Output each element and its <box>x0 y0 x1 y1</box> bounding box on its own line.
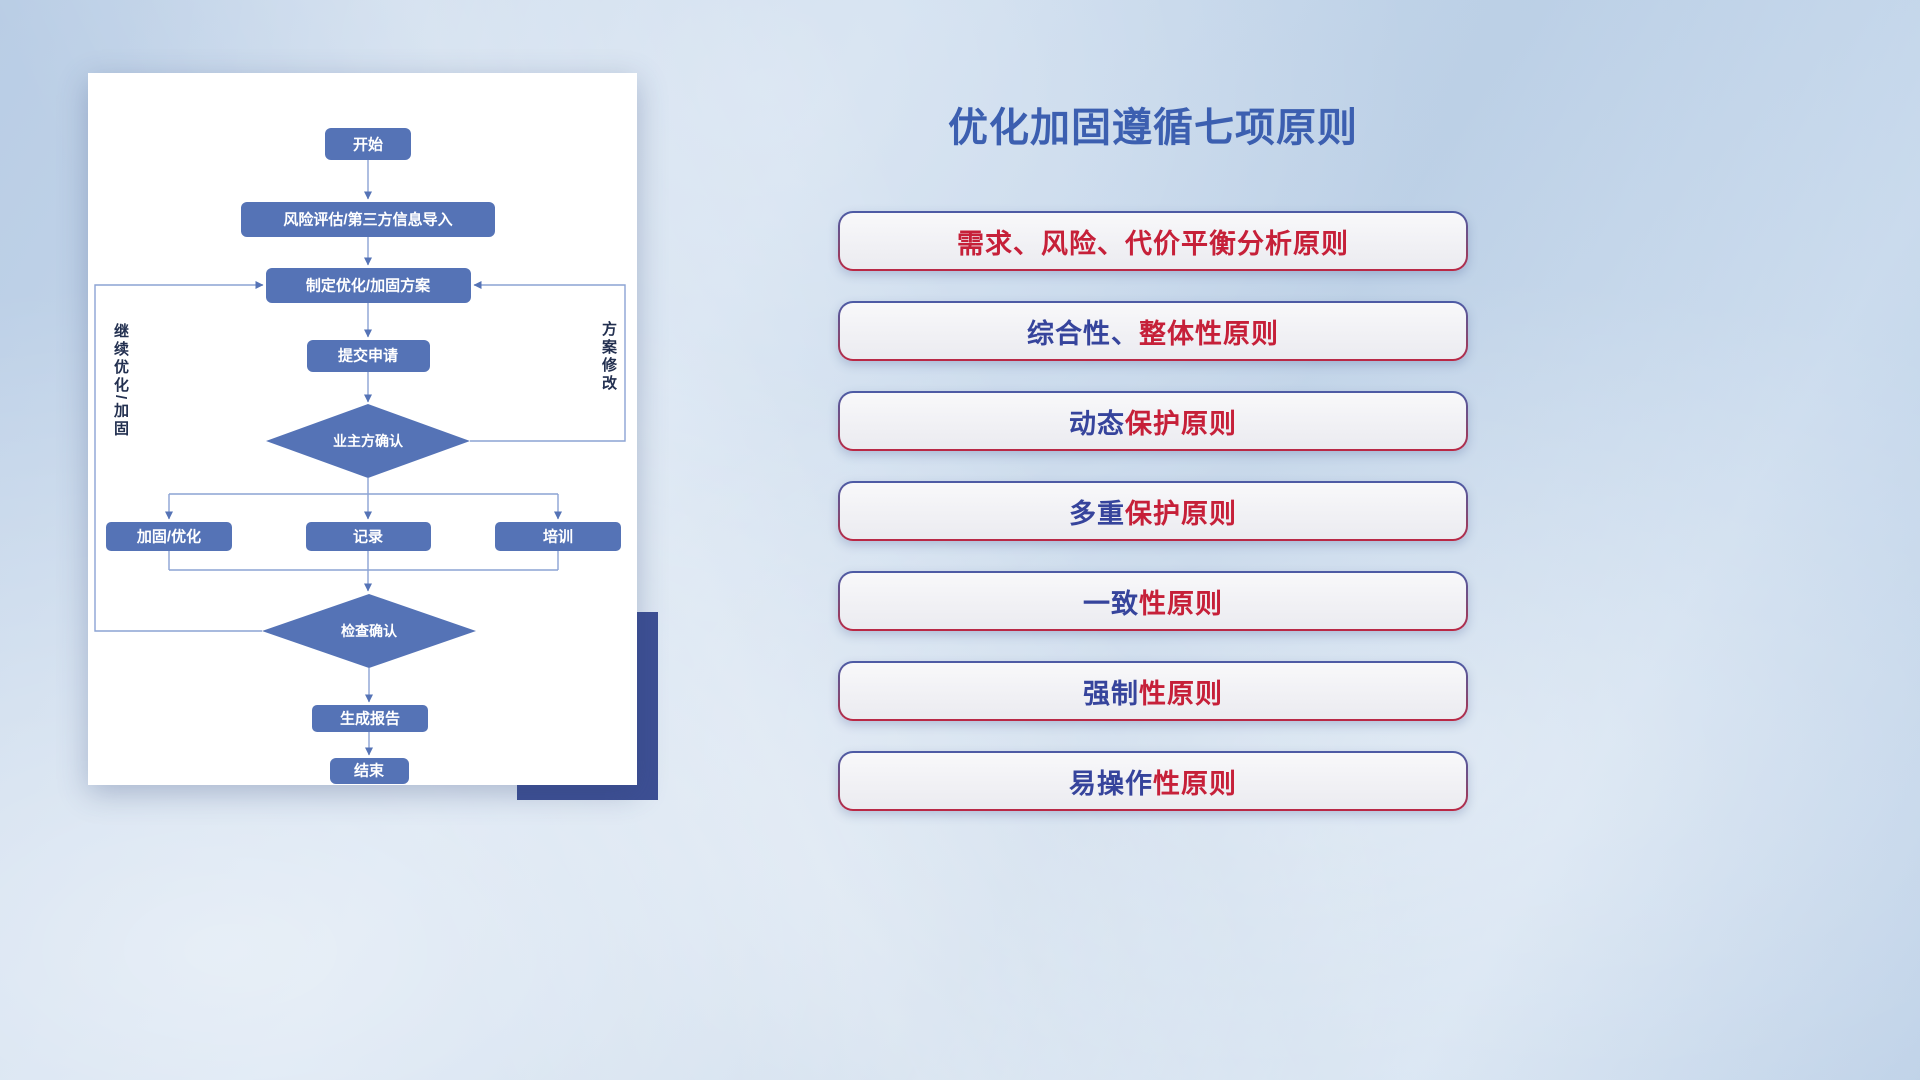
node-reinforce <box>106 522 232 551</box>
loop-label-continue-optimize: 继续优化/加固 <box>112 323 129 439</box>
node-record <box>306 522 431 551</box>
node-risk-import <box>241 202 495 237</box>
principle-text-blue: 一致 <box>1083 588 1139 619</box>
principle-text: 综合性、整体性原则 <box>840 303 1466 359</box>
principle-text-red: 需求、风险、代价平衡分析原则 <box>957 228 1349 259</box>
principle-text-red: 性原则 <box>1153 768 1237 799</box>
node-check-confirm <box>262 594 476 668</box>
node-check-confirm-label: 检查确认 <box>341 623 398 639</box>
principle-item-3: 动态保护原则 <box>838 391 1468 451</box>
principle-text: 动态保护原则 <box>840 393 1466 449</box>
loop-continue-optimize <box>94 281 264 632</box>
node-reinforce-label: 加固/优化 <box>136 528 201 546</box>
principle-text-blue: 多重 <box>1069 498 1125 529</box>
loop-plan-revision <box>470 281 626 442</box>
principle-text-red: 保护原则 <box>1125 408 1237 439</box>
principle-item-5: 一致性原则 <box>838 571 1468 631</box>
node-record-label: 记录 <box>353 529 383 546</box>
node-submit-label: 提交申请 <box>338 347 398 365</box>
node-start-label: 开始 <box>353 136 383 154</box>
node-owner-confirm-label: 业主方确认 <box>333 433 404 449</box>
principle-text-blue: 综合性、 <box>1027 318 1139 349</box>
principles-panel: 优化加固遵循七项原则 需求、风险、代价平衡分析原则 综合性、整体性原则 动态保护… <box>838 95 1468 811</box>
principle-item-1: 需求、风险、代价平衡分析原则 <box>838 211 1468 271</box>
principle-text-red: 性原则 <box>1139 678 1223 709</box>
principle-item-6: 强制性原则 <box>838 661 1468 721</box>
principle-text-blue: 强制 <box>1083 678 1139 709</box>
principle-text: 需求、风险、代价平衡分析原则 <box>840 213 1466 269</box>
loop-label-plan-revision: 方案修改 <box>600 321 617 393</box>
node-start <box>325 128 411 160</box>
principle-text-blue: 易操作 <box>1069 768 1153 799</box>
principle-text: 多重保护原则 <box>840 483 1466 539</box>
principle-text-red: 保护原则 <box>1125 498 1237 529</box>
principle-text-blue: 动态 <box>1069 408 1125 439</box>
node-training-label: 培训 <box>543 528 573 546</box>
principle-text: 易操作性原则 <box>840 753 1466 809</box>
node-report-label: 生成报告 <box>340 710 400 728</box>
flowchart-svg: 开始 风险评估/第三方信息导入 制定优化/加固方案 提交申请 业主方确认 加固/… <box>94 128 626 784</box>
node-make-plan-label: 制定优化/加固方案 <box>306 277 431 295</box>
node-make-plan <box>266 268 471 303</box>
node-submit <box>307 340 430 372</box>
node-report <box>312 705 428 732</box>
node-end <box>330 758 409 784</box>
node-risk-import-label: 风险评估/第三方信息导入 <box>283 211 452 229</box>
principle-item-2: 综合性、整体性原则 <box>838 301 1468 361</box>
node-end-label: 结束 <box>354 762 385 780</box>
principle-item-7: 易操作性原则 <box>838 751 1468 811</box>
node-training <box>495 522 621 551</box>
principle-text: 一致性原则 <box>840 573 1466 629</box>
principle-text-red: 整体性原则 <box>1139 318 1279 349</box>
page-title: 优化加固遵循七项原则 <box>948 106 1358 150</box>
principle-text: 强制性原则 <box>840 663 1466 719</box>
node-owner-confirm <box>266 404 470 478</box>
principle-item-4: 多重保护原则 <box>838 481 1468 541</box>
principles-list: 需求、风险、代价平衡分析原则 综合性、整体性原则 动态保护原则 多重保护原则 <box>838 211 1468 811</box>
principle-text-red: 性原则 <box>1139 588 1223 619</box>
flowchart-card: 开始 风险评估/第三方信息导入 制定优化/加固方案 提交申请 业主方确认 加固/… <box>88 73 637 785</box>
